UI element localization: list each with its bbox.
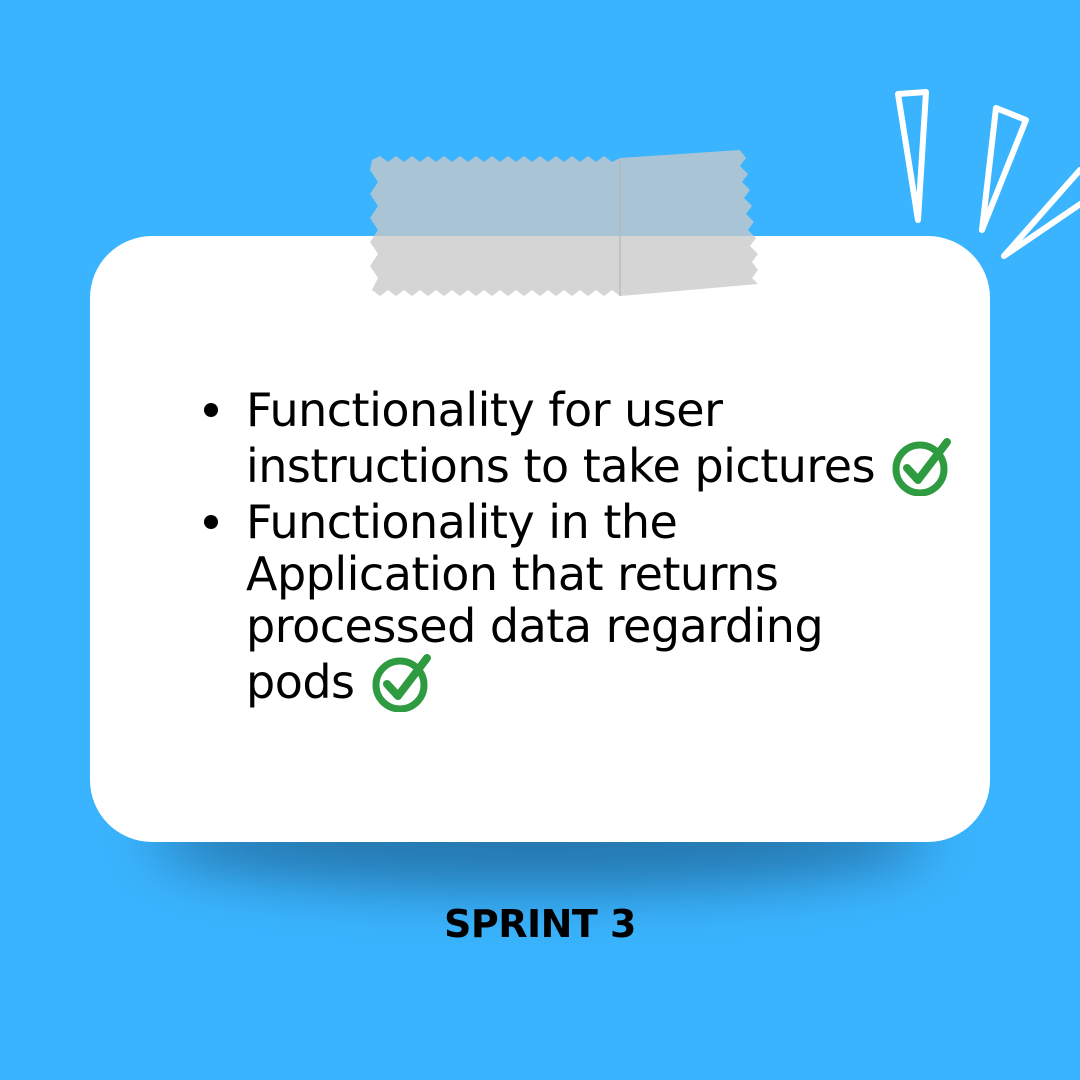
feature-list: Functionality for user instructions to t…	[200, 384, 960, 712]
list-item-line: Functionality for user	[246, 383, 723, 437]
list-item-line: instructions to take pictures	[246, 439, 876, 493]
list-item-line: Application that returns	[246, 547, 779, 601]
check-circle-icon	[372, 654, 431, 712]
content-card	[90, 236, 990, 842]
list-item-line: Functionality in the	[246, 495, 678, 549]
tape-shape	[370, 150, 758, 296]
bullet-dot-icon	[204, 403, 218, 417]
sprint-label: SPRINT 3	[443, 902, 637, 946]
list-item-line: pods	[246, 655, 355, 709]
check-circle-icon	[892, 438, 952, 496]
list-item-line: processed data regarding	[246, 599, 824, 653]
sparkle-lines-icon	[895, 89, 1080, 259]
bullet-dot-icon	[204, 515, 218, 529]
list-item: Functionality for user instructions to t…	[200, 384, 960, 496]
list-item: Functionality in the Application that re…	[200, 496, 960, 712]
tape-strip	[370, 150, 758, 296]
